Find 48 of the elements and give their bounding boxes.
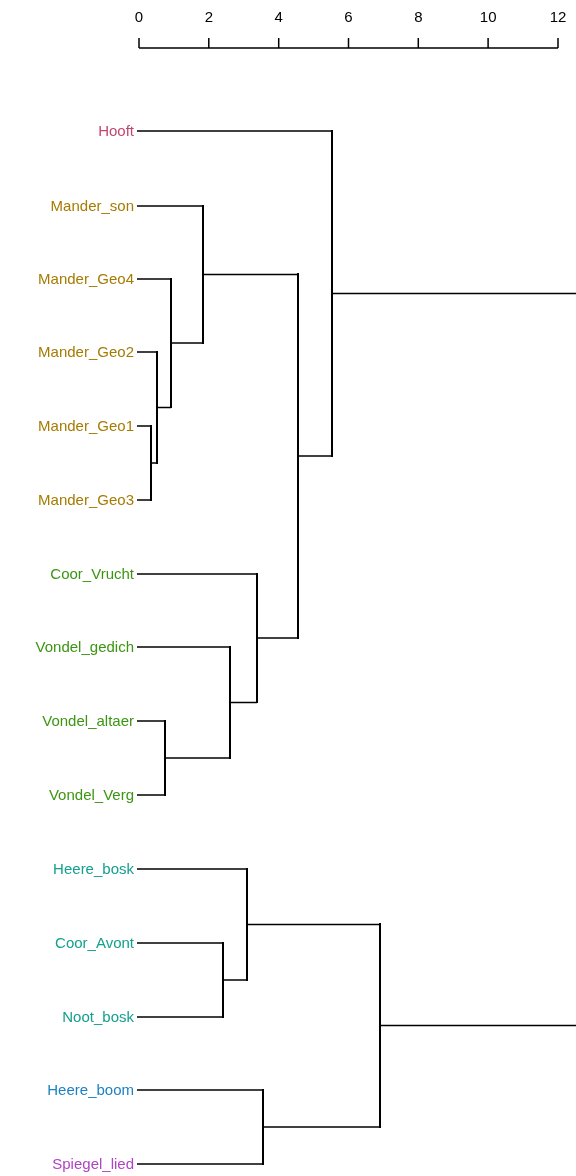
dendrogram-branch — [379, 1024, 576, 1027]
axis-tick-label: 6 — [344, 8, 353, 26]
leaf-label: Coor_Avont — [55, 934, 134, 952]
leaf-label: Mander_son — [50, 197, 134, 215]
dendrogram-branch — [136, 942, 224, 944]
axis-tick-label: 12 — [549, 8, 567, 26]
leaf-label: Mander_Geo1 — [38, 417, 134, 435]
dendrogram-branch — [136, 425, 152, 427]
axis-tick-label: 0 — [134, 8, 144, 26]
dendrogram-branch — [136, 868, 248, 870]
dendrogram-branch — [297, 455, 333, 457]
leaf-label: Noot_bosk — [62, 1008, 134, 1026]
dendrogram-branch — [202, 273, 299, 276]
dendrogram-branch — [136, 499, 152, 501]
leaf-label: Mander_Geo4 — [38, 270, 134, 288]
dendrogram-branch — [136, 351, 158, 353]
leaf-label: Coor_Vrucht — [50, 565, 134, 583]
leaf-label: Heere_bosk — [53, 860, 134, 878]
dendrogram-branch — [136, 278, 172, 280]
dendrogram-branch — [170, 342, 204, 344]
dendrogram-branch — [256, 637, 299, 639]
leaf-label: Spiegel_lied — [52, 1155, 134, 1173]
leaf-label: Hooft — [98, 122, 134, 140]
axis-tick-label: 8 — [414, 8, 423, 26]
dendrogram-branch — [136, 1163, 264, 1165]
dendrogram-branch — [246, 923, 381, 926]
dendrogram-branch — [331, 292, 576, 295]
axis-tick-label: 2 — [204, 8, 213, 26]
axis-tick-label: 10 — [479, 8, 497, 26]
dendrogram-branch — [136, 205, 204, 207]
dendrogram-branch — [136, 720, 166, 722]
dendrogram-branch — [136, 1016, 224, 1018]
dendrogram-branch — [222, 979, 248, 981]
dendrogram-branch — [164, 757, 231, 759]
leaf-label: Mander_Geo3 — [38, 491, 134, 509]
leaf-label: Heere_boom — [47, 1081, 134, 1099]
dendrogram-branch — [136, 646, 231, 648]
leaf-label: Vondel_Verg — [48, 786, 134, 804]
dendrogram-branch — [262, 1126, 381, 1128]
dendrogram-branch — [136, 794, 166, 796]
leaf-label: Vondel_gedich — [35, 638, 134, 656]
leaf-label: Vondel_altaer — [42, 712, 134, 730]
dendrogram-branch — [136, 573, 258, 575]
dendrogram-branch — [136, 130, 333, 132]
axis-tick-label: 4 — [274, 8, 283, 26]
dendrogram-branch — [229, 701, 258, 704]
dendrogram-branch — [136, 1089, 264, 1091]
leaf-label: Mander_Geo2 — [38, 343, 134, 361]
